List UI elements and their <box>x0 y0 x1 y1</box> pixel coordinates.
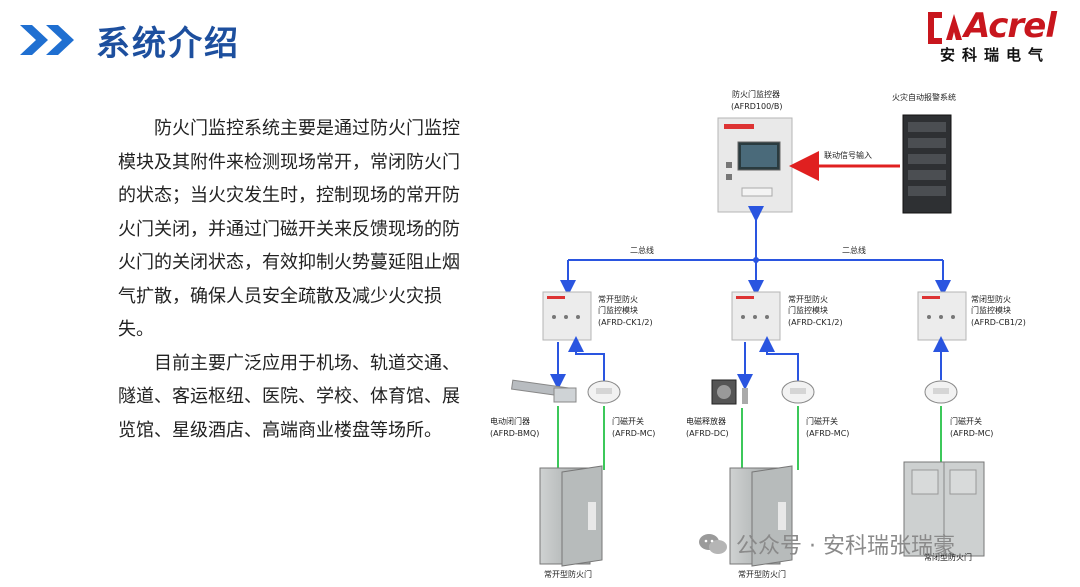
module-2-model: (AFRD-CK1/2) <box>788 318 843 327</box>
module-2 <box>731 291 781 341</box>
bus-label-right: 二总线 <box>842 245 866 255</box>
module-1 <box>542 291 592 341</box>
closer-name: 电动闭门器 <box>490 416 530 426</box>
controller-name: 防火门监控器 <box>732 89 780 99</box>
module-1-line2: 门监控模块 <box>598 305 638 315</box>
sensor-1-model: (AFRD-MC) <box>612 429 655 438</box>
module-1-line1: 常开型防火 <box>598 294 638 304</box>
control-lines <box>550 336 949 390</box>
sensor-3-model: (AFRD-MC) <box>950 429 993 438</box>
sensor-2-model: (AFRD-MC) <box>806 429 849 438</box>
double-chevron-icon <box>20 23 82 57</box>
magnetic-releaser-device <box>711 379 748 405</box>
sensor-3-name: 门磁开关 <box>950 416 982 426</box>
wechat-icon <box>699 534 727 554</box>
slide-title: 系统介绍 <box>96 23 240 64</box>
door-3-label: 常闭型防火门 <box>924 552 972 562</box>
fire-alarm-cabinet <box>902 114 952 214</box>
fire-alarm-label: 火灾自动报警系统 <box>892 92 956 102</box>
intro-paragraph-1: 防火门监控系统主要是通过防火门监控模块及其附件来检测现场常开，常闭防火门的状态；… <box>118 118 460 340</box>
module-3 <box>917 291 967 341</box>
acrel-logo: Acrel 安科瑞电气 <box>926 6 1066 64</box>
module-2-line2: 门监控模块 <box>788 305 828 315</box>
intro-text: 防火门监控系统主要是通过防火门监控模块及其附件来检测现场常开，常闭防火门的状态；… <box>118 112 470 447</box>
linkage-label: 联动信号输入 <box>824 150 872 160</box>
door-closer-device <box>511 379 577 403</box>
module-3-model: (AFRD-CB1/2) <box>971 318 1026 327</box>
door-1-label: 常开型防火门 <box>544 569 592 579</box>
intro-paragraph-2: 目前主要广泛应用于机场、轨道交通、隧道、客运枢纽、医院、学校、体育馆、展览馆、星… <box>118 352 460 441</box>
watermark-text: 公众号 · 安科瑞张瑞豪 <box>736 534 955 559</box>
releaser-name: 电磁释放器 <box>686 416 726 426</box>
controller-device <box>717 117 793 213</box>
watermark: 公众号 · 安科瑞张瑞豪 <box>698 528 955 560</box>
slide-header: 系统介绍 <box>20 18 240 64</box>
bus-label-left: 二总线 <box>630 245 654 255</box>
module-1-model: (AFRD-CK1/2) <box>598 318 653 327</box>
logo-chinese-name: 安科瑞电气 <box>940 46 1051 64</box>
controller-model: (AFRD100/B) <box>731 102 783 111</box>
door-2-normally-open <box>729 465 793 567</box>
bus-junction <box>753 257 759 263</box>
sensor-2-name: 门磁开关 <box>806 416 838 426</box>
releaser-model: (AFRD-DC) <box>686 429 729 438</box>
closer-model: (AFRD-BMQ) <box>490 429 539 438</box>
system-diagram: 防火门监控器 (AFRD100/B) 火灾自动报警系统 联动信号输入 二总线 二… <box>480 82 1040 587</box>
bus-lines <box>560 206 951 296</box>
door-sensor-3 <box>924 380 958 404</box>
green-wires <box>557 406 942 470</box>
door-2-label: 常开型防火门 <box>738 569 786 579</box>
module-3-line2: 门监控模块 <box>971 305 1011 315</box>
logo-wordmark: Acrel <box>964 6 1057 46</box>
module-2-line1: 常开型防火 <box>788 294 828 304</box>
door-sensor-2 <box>781 380 815 404</box>
sensor-1-name: 门磁开关 <box>612 416 644 426</box>
door-1-normally-open <box>539 465 603 567</box>
acrel-emblem-icon <box>928 12 962 44</box>
door-3-normally-closed <box>903 461 985 557</box>
door-sensor-1 <box>587 380 621 404</box>
module-3-line1: 常闭型防火 <box>971 294 1011 304</box>
